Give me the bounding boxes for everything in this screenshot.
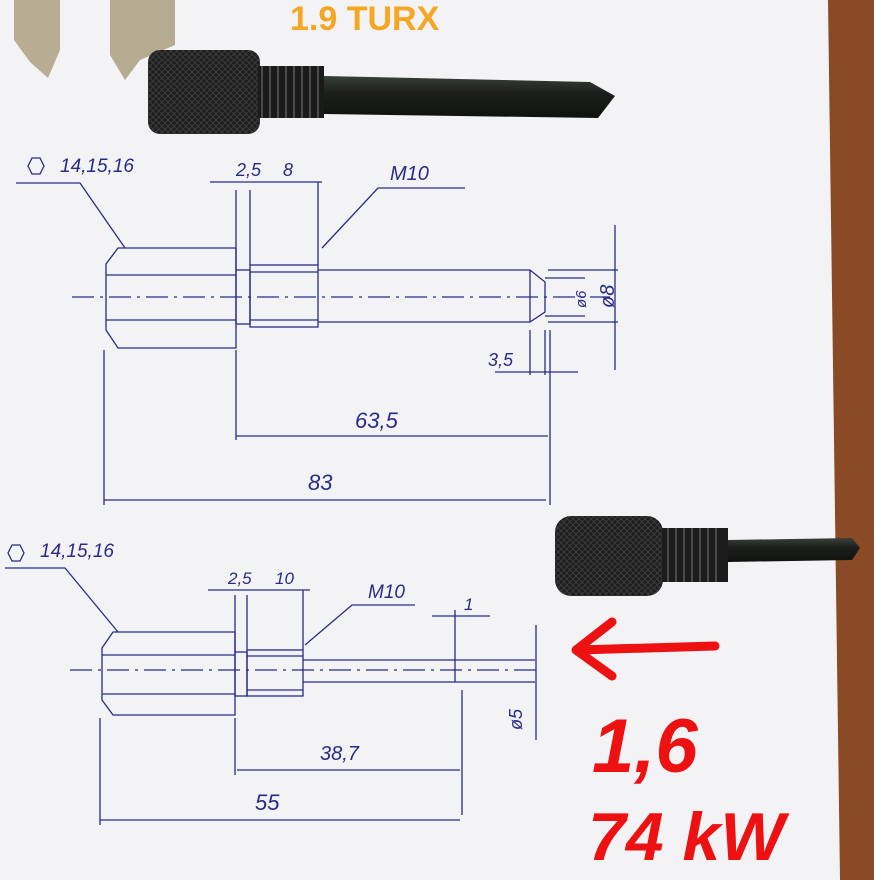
top-dim-thread: 8 (283, 160, 293, 180)
bottom-dim-total: 55 (255, 790, 280, 815)
top-label: 1.9 TURX (290, 0, 440, 38)
top-drawing: 14,15,16 2,5 8 M10 ø6 ø8 3,5 63,5 83 (16, 156, 619, 505)
bottom-drawing: 14,15,16 2,5 10 M10 1 ø5 38,7 55 (5, 541, 540, 825)
bottom-thread: M10 (368, 582, 405, 603)
red-arrow-icon (571, 617, 720, 681)
top-pin-photo (148, 50, 615, 134)
bottom-pin-photo (555, 516, 860, 596)
top-dim-tip-small: ø6 (573, 290, 590, 308)
top-dim-tip-big: ø8 (597, 285, 619, 308)
top-hex-sizes: 14,15,16 (60, 156, 134, 177)
caliper-jaw (14, 0, 175, 80)
bottom-dim-shank: 38,7 (320, 743, 360, 765)
top-dim-collar: 2,5 (235, 160, 262, 180)
paper-sheet (0, 0, 840, 880)
bottom-dim-tip: 1 (464, 595, 473, 614)
top-thread: M10 (390, 163, 429, 185)
red-note-engine: 1,6 (592, 704, 698, 789)
bottom-hex-sizes: 14,15,16 (40, 541, 114, 562)
bottom-dim-thread: 10 (275, 569, 294, 588)
top-dim-shank: 63,5 (355, 408, 399, 433)
bottom-dim-collar: 2,5 (227, 569, 252, 588)
top-dim-total: 83 (308, 470, 333, 495)
bottom-dim-diameter: ø5 (506, 708, 526, 730)
top-dim-chamfer: 3,5 (488, 350, 514, 370)
red-note-power: 74 kW (588, 799, 790, 875)
